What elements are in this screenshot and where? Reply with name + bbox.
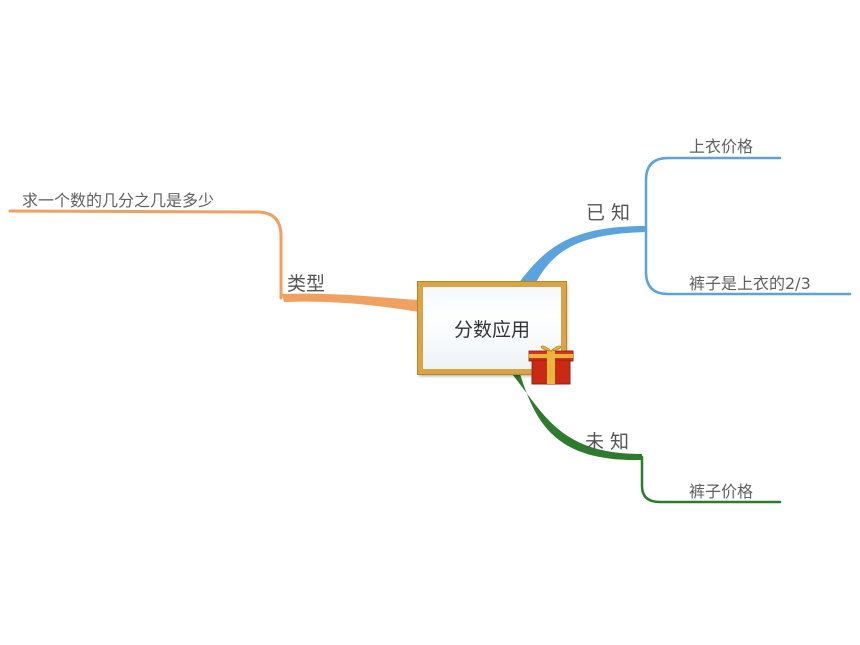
branch-known-upper-curve — [644, 156, 782, 231]
leaf-problem-type[interactable]: 求一个数的几分之几是多少 — [22, 191, 215, 210]
branch-known-label[interactable]: 已知 — [586, 202, 637, 224]
branch-type-trunk — [282, 293, 420, 312]
branch-type-label[interactable]: 类型 — [287, 273, 326, 295]
central-topic-label: 分数应用 — [453, 318, 530, 341]
branch-known-lower-curve — [644, 227, 852, 296]
branch-unknown-curve — [640, 455, 782, 504]
leaf-pants-ratio[interactable]: 裤子是上衣的2/3 — [689, 274, 811, 293]
leaf-shirt-price[interactable]: 上衣价格 — [689, 137, 754, 156]
branch-unknown-label[interactable]: 未知 — [585, 431, 636, 453]
branch-unknown-connectors — [512, 374, 782, 504]
branch-type-connectors — [8, 209, 420, 312]
branch-known-trunk — [518, 226, 646, 286]
gift-box-icon-overlay — [528, 345, 574, 385]
leaf-pants-price[interactable]: 裤子价格 — [689, 482, 754, 501]
branch-type-curve — [8, 209, 283, 300]
branch-known-connectors — [518, 156, 852, 296]
branch-unknown-trunk — [512, 374, 642, 461]
